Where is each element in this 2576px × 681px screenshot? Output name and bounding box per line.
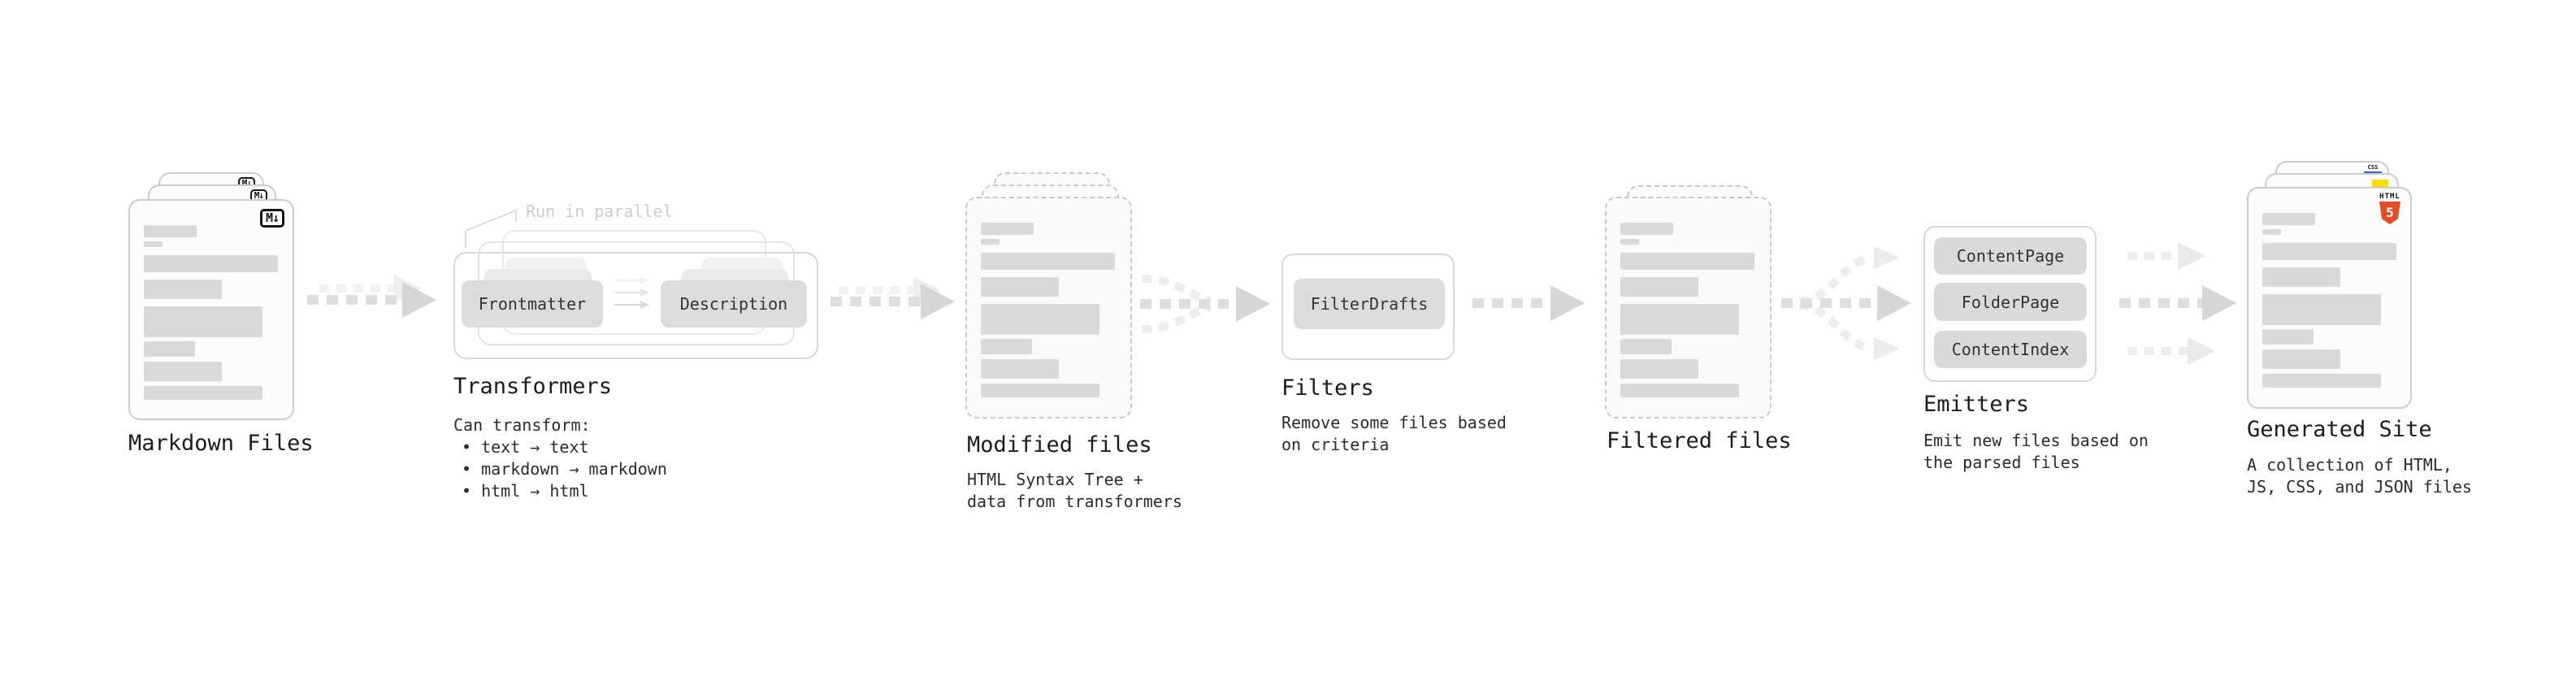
- filtered-file-card-front: [1605, 197, 1772, 419]
- flow-arrow-ghost: [839, 286, 913, 294]
- html5-icon-shield: 5: [2379, 202, 2400, 224]
- stage-label-emitters: Emitters: [1923, 392, 2030, 417]
- text-line-placeholder: [144, 255, 278, 272]
- emitter-step-contentindex: ContentIndex: [1934, 331, 2087, 368]
- text-line-placeholder: [981, 253, 1115, 270]
- stage-desc-emitters: Emit new files based on the parsed files: [1923, 430, 2149, 474]
- markdown-icon: M↓: [259, 209, 284, 228]
- flow-arrow: [830, 297, 921, 306]
- text-line-placeholder: [981, 339, 1032, 354]
- text-line-placeholder: [1620, 359, 1698, 379]
- text-line-placeholder: [981, 239, 1000, 245]
- text-line-placeholder: [2262, 213, 2315, 225]
- desc-line: data from transformers: [967, 492, 1182, 511]
- stage-desc-modified-files: HTML Syntax Tree + data from transformer…: [967, 469, 1182, 513]
- stage-desc-generated-site: A collection of HTML, JS, CSS, and JSON …: [2247, 454, 2472, 498]
- text-line-placeholder: [2262, 329, 2314, 345]
- flow-arrow-light: [2127, 347, 2188, 355]
- text-line-placeholder: [144, 362, 222, 381]
- text-line-placeholder: [981, 384, 1099, 397]
- html5-icon: HTML 5: [2378, 193, 2402, 224]
- text-line-placeholder: [981, 223, 1034, 235]
- flow-arrow-light: [2127, 252, 2178, 260]
- transformer-frame-front: [453, 252, 818, 359]
- desc-line: on criteria: [1281, 435, 1390, 454]
- markdown-file-card-front: M↓: [128, 199, 294, 420]
- stage-label-modified-files: Modified files: [967, 432, 1152, 458]
- generated-file-card-html: HTML 5: [2247, 187, 2412, 409]
- text-line-placeholder: [2262, 349, 2340, 369]
- text-line-placeholder: [1620, 277, 1698, 297]
- text-line-placeholder: [2262, 294, 2381, 325]
- text-line-placeholder: [2262, 267, 2340, 287]
- desc-line: Emit new files based on: [1923, 431, 2149, 450]
- diverging-flow-arrow: [1781, 246, 1911, 360]
- flow-arrow-ghost: [319, 284, 394, 293]
- stage-desc-filters: Remove some files based on criteria: [1281, 412, 1507, 456]
- emitter-step-folderpage: FolderPage: [1934, 283, 2087, 321]
- stage-label-markdown-files: Markdown Files: [128, 431, 314, 456]
- modified-file-card-front: [965, 197, 1132, 419]
- desc-line: • text → text: [462, 437, 589, 457]
- parallel-step-arrows-icon: [614, 276, 649, 309]
- text-line-placeholder: [144, 241, 163, 247]
- text-line-placeholder: [2262, 374, 2381, 388]
- text-line-placeholder: [981, 277, 1059, 297]
- transformer-step-frontmatter: Frontmatter: [462, 280, 603, 327]
- annotation-leader-line: [465, 209, 517, 248]
- text-line-placeholder: [144, 225, 197, 237]
- stage-label-generated-site: Generated Site: [2247, 417, 2432, 442]
- stage-label-transformers: Transformers: [453, 374, 613, 399]
- desc-line: Remove some files based: [1281, 413, 1507, 432]
- text-line-placeholder: [1620, 304, 1739, 335]
- javascript-icon: [2372, 180, 2388, 188]
- stage-label-filtered-files: Filtered files: [1607, 428, 1792, 453]
- filter-step-filterdrafts: FilterDrafts: [1294, 279, 1445, 329]
- converging-flow-arrow: [1140, 275, 1270, 333]
- emitter-step-contentpage: ContentPage: [1934, 237, 2087, 275]
- desc-line: • markdown → markdown: [462, 459, 667, 479]
- flow-arrow: [1472, 298, 1550, 308]
- text-line-placeholder: [144, 280, 222, 299]
- text-line-placeholder: [1620, 239, 1639, 245]
- text-line-placeholder: [981, 304, 1099, 335]
- filters-frame: [1281, 254, 1455, 360]
- text-line-placeholder: [1620, 223, 1673, 235]
- flow-arrow: [2119, 298, 2202, 308]
- text-line-placeholder: [981, 359, 1059, 379]
- emitters-frame: [1923, 226, 2097, 382]
- text-line-placeholder: [144, 341, 195, 357]
- text-line-placeholder: [144, 306, 262, 337]
- desc-line: the parsed files: [1923, 453, 2080, 472]
- text-line-placeholder: [2262, 229, 2281, 235]
- stage-label-filters: Filters: [1281, 375, 1374, 401]
- desc-line: A collection of HTML,: [2247, 455, 2452, 475]
- desc-line: HTML Syntax Tree +: [967, 470, 1143, 489]
- flow-arrow: [307, 295, 402, 305]
- css-icon-label: CSS: [2367, 164, 2379, 171]
- run-in-parallel-annotation: Run in parallel: [526, 202, 673, 221]
- stage-desc-transformers: Can transform: • text → text • markdown …: [453, 414, 667, 502]
- transformer-step-description: Description: [661, 280, 807, 327]
- text-line-placeholder: [1620, 339, 1672, 354]
- text-line-placeholder: [1620, 384, 1739, 397]
- html5-icon-title: HTML: [2379, 193, 2400, 201]
- desc-line: • html → html: [462, 481, 589, 501]
- text-line-placeholder: [144, 386, 262, 400]
- text-line-placeholder: [2262, 243, 2396, 260]
- desc-line: Can transform:: [453, 415, 591, 435]
- text-line-placeholder: [1620, 253, 1754, 270]
- desc-line: JS, CSS, and JSON files: [2247, 477, 2472, 497]
